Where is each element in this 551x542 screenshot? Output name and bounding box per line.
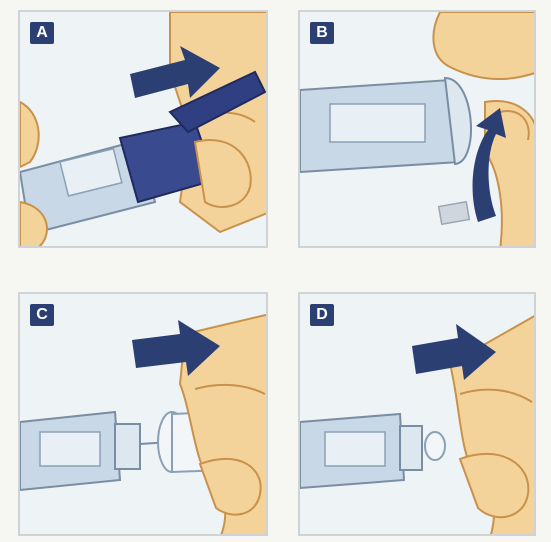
panel-d: D (298, 292, 536, 536)
panel-a: A (18, 10, 268, 248)
thumb-c (200, 459, 261, 515)
pen-body-d (300, 414, 445, 488)
panel-label-b: B (310, 22, 334, 44)
paper-tab-b (439, 202, 470, 225)
panel-c: C (18, 292, 268, 536)
illustration-a (20, 12, 268, 248)
illustration-c (20, 294, 268, 536)
finger-left-a (20, 102, 39, 167)
panel-b: B (298, 10, 536, 248)
pen-body-b (300, 78, 471, 172)
illustration-d (300, 294, 536, 536)
panel-label-c: C (30, 304, 54, 326)
panel-label-a: A (30, 22, 54, 44)
pen-body-c (20, 412, 170, 490)
illustration-b (300, 12, 536, 248)
panel-label-d: D (310, 304, 334, 326)
finger-top-b (433, 12, 536, 79)
